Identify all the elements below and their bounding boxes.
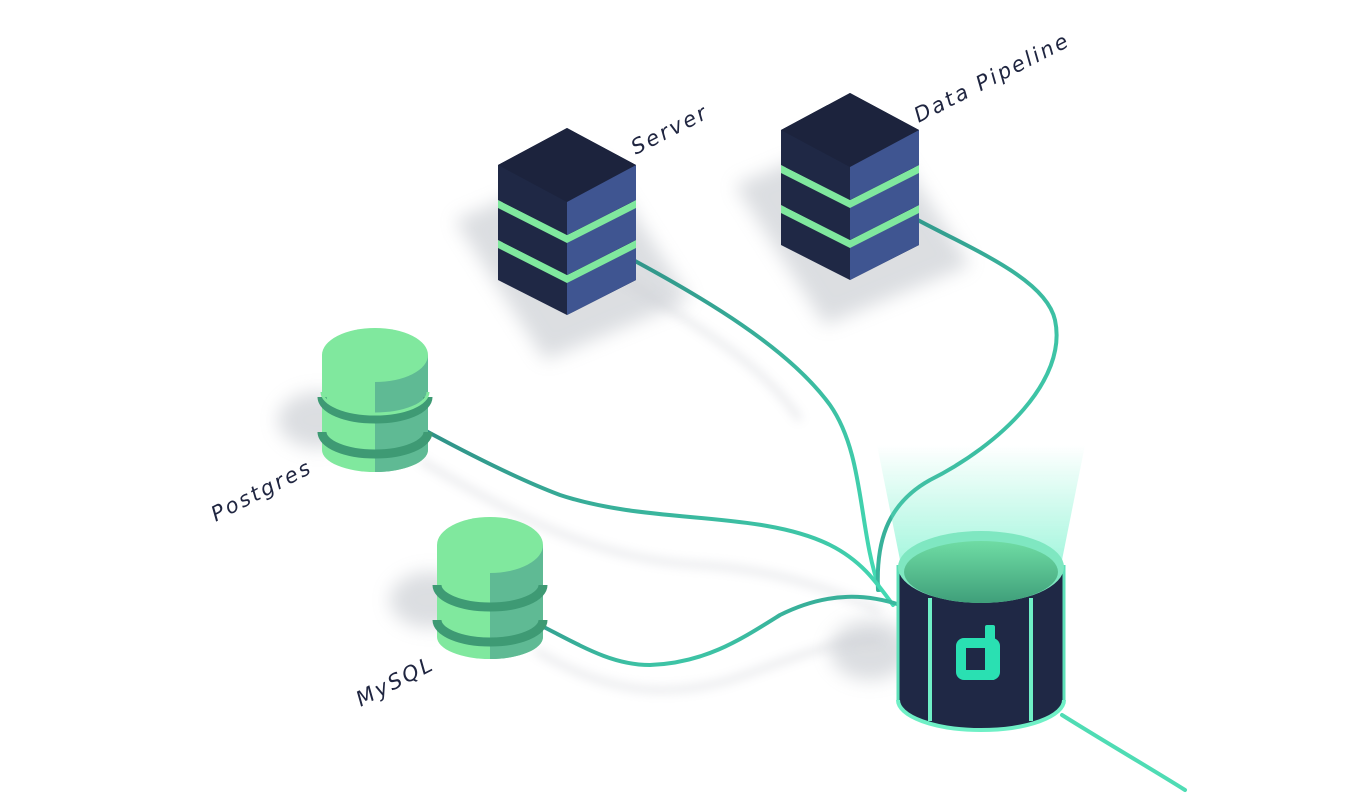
hub-logo: d xyxy=(0,0,1000,680)
hub-logo-letter: d xyxy=(0,0,1,1)
hub-icon: d xyxy=(0,0,1066,732)
postgres-icon xyxy=(317,328,433,472)
data-pipeline-icon xyxy=(781,93,919,280)
line-shadows xyxy=(418,267,882,693)
line-server-hub xyxy=(603,243,882,592)
hub-light-beam xyxy=(877,445,1085,560)
server-icon xyxy=(498,128,636,315)
line-mysql-hub xyxy=(528,594,902,668)
hub-shadow xyxy=(830,620,910,680)
mysql-icon xyxy=(432,517,548,659)
line-hub-out xyxy=(1060,713,1187,792)
line-postgres-hub xyxy=(413,423,895,607)
